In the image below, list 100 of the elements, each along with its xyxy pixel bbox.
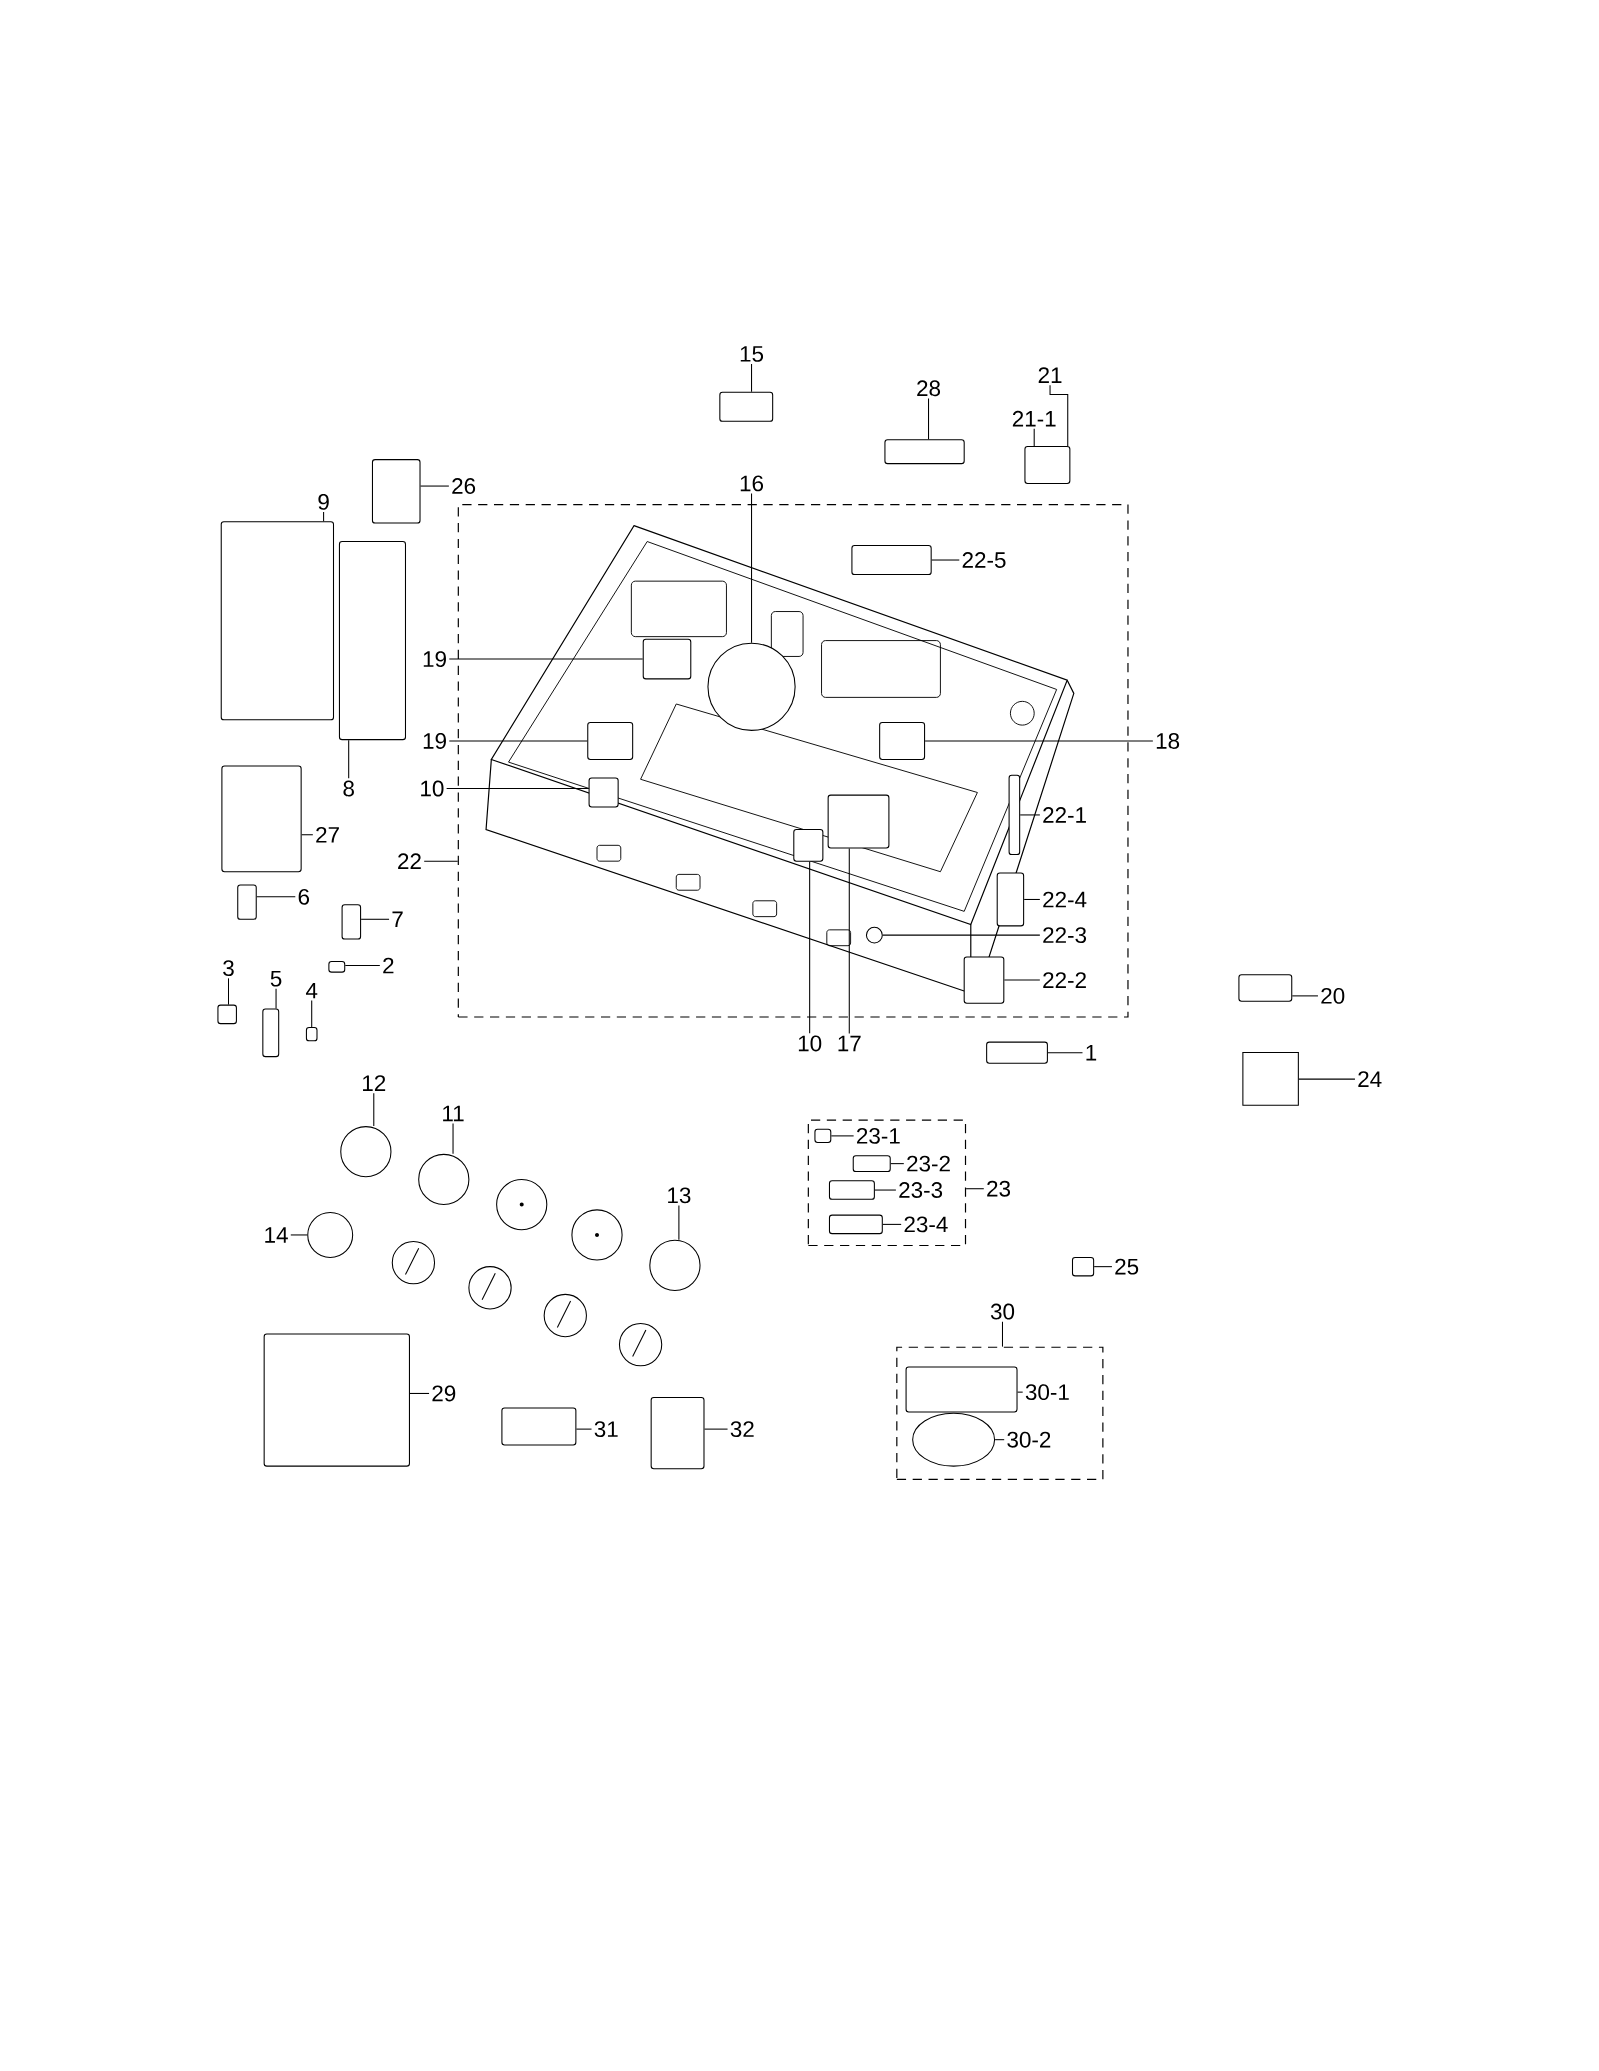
part-drawing bbox=[828, 1180, 875, 1200]
callout-number: 2 bbox=[383, 957, 394, 974]
callout-number: 23-4 bbox=[904, 1216, 948, 1233]
callout-number: 22 bbox=[397, 853, 421, 869]
part-drawing bbox=[911, 1412, 995, 1467]
callout-number: 4 bbox=[305, 982, 318, 999]
callout-number: 21-1 bbox=[1012, 410, 1056, 427]
callout-number: 23-3 bbox=[899, 1182, 942, 1198]
leader-line bbox=[1049, 384, 1069, 447]
callout-number: 23 bbox=[986, 1180, 1010, 1197]
callout-number: 23-1 bbox=[856, 1127, 900, 1144]
part-drawing bbox=[338, 541, 406, 741]
leader-line bbox=[322, 511, 324, 522]
leader-line bbox=[360, 918, 390, 920]
leader-line bbox=[1001, 1321, 1003, 1348]
part-drawing bbox=[996, 872, 1024, 927]
leader-line bbox=[890, 1163, 905, 1165]
part-drawing bbox=[985, 1041, 1048, 1064]
leader-line bbox=[1298, 1078, 1356, 1080]
part-drawing bbox=[719, 391, 773, 422]
leader-line bbox=[290, 1234, 308, 1236]
callout-number: 16 bbox=[740, 475, 763, 492]
part-drawing bbox=[707, 642, 796, 731]
callout-number: 31 bbox=[594, 1421, 618, 1438]
leader-line bbox=[1291, 995, 1319, 997]
part-drawing bbox=[217, 1004, 237, 1025]
part-drawing bbox=[263, 1333, 410, 1467]
leader-line bbox=[1023, 898, 1041, 900]
leader-line bbox=[927, 398, 929, 440]
part-drawing bbox=[307, 1211, 353, 1258]
leader-line bbox=[1019, 814, 1041, 816]
leader-line bbox=[445, 788, 589, 790]
dashed-group-box bbox=[896, 1346, 1104, 1480]
part-drawing bbox=[1008, 774, 1020, 856]
leader-line bbox=[965, 1188, 985, 1190]
leader-line bbox=[409, 1392, 430, 1394]
callout-number: 15 bbox=[740, 346, 763, 362]
leader-line bbox=[930, 559, 960, 561]
part-drawing bbox=[828, 1214, 883, 1235]
callout-number: 22-4 bbox=[1043, 891, 1087, 908]
callout-number: 12 bbox=[362, 1075, 385, 1091]
leader-line bbox=[448, 658, 643, 660]
callout-number: 1 bbox=[1086, 1044, 1096, 1061]
part-drawing bbox=[878, 721, 925, 760]
part-drawing bbox=[884, 439, 965, 465]
leader-line bbox=[575, 1428, 592, 1430]
leader-line bbox=[924, 740, 1154, 742]
leader-line bbox=[703, 1428, 728, 1430]
callout-number: 30-1 bbox=[1025, 1384, 1069, 1401]
leader-line bbox=[994, 1439, 1005, 1441]
callout-number: 25 bbox=[1115, 1258, 1138, 1275]
part-drawing bbox=[221, 765, 302, 873]
leader-line bbox=[256, 896, 296, 898]
part-drawing bbox=[371, 459, 421, 524]
part-drawing bbox=[963, 956, 1005, 1004]
leader-line bbox=[1016, 1391, 1023, 1393]
callout-number: 27 bbox=[316, 826, 339, 843]
callout-number: 20 bbox=[1321, 987, 1345, 1004]
leader-line bbox=[419, 485, 450, 487]
leader-line bbox=[678, 1205, 680, 1241]
part-drawing bbox=[851, 544, 932, 576]
part-drawing bbox=[501, 1407, 577, 1446]
callout-number: 5 bbox=[270, 970, 282, 987]
callout-number: 24 bbox=[1358, 1071, 1382, 1087]
callout-number: 21 bbox=[1038, 367, 1062, 383]
callout-number: 10 bbox=[798, 1035, 822, 1052]
part-drawing bbox=[649, 1239, 701, 1291]
callout-number: 7 bbox=[392, 911, 403, 927]
leader-line bbox=[227, 977, 229, 1006]
callout-number: 29 bbox=[432, 1385, 455, 1402]
part-drawing bbox=[417, 1153, 470, 1206]
part-drawing bbox=[1024, 445, 1071, 484]
part-drawing bbox=[642, 638, 692, 680]
leader-line bbox=[1093, 1266, 1113, 1268]
part-drawing bbox=[852, 1155, 891, 1173]
callout-number: 19 bbox=[423, 651, 446, 668]
callout-number: 8 bbox=[343, 780, 354, 797]
callout-number: 13 bbox=[667, 1187, 691, 1204]
part-drawing bbox=[1071, 1256, 1094, 1277]
callout-number: 32 bbox=[730, 1421, 754, 1438]
leader-line bbox=[882, 1223, 902, 1225]
part-drawing bbox=[587, 721, 633, 760]
callout-number: 22-3 bbox=[1043, 927, 1086, 944]
callout-number: 22-5 bbox=[962, 552, 1006, 568]
callout-number: 11 bbox=[442, 1105, 464, 1122]
leader-line bbox=[373, 1092, 375, 1127]
part-drawing bbox=[341, 904, 361, 940]
callout-number: 22-2 bbox=[1043, 972, 1086, 988]
part-drawing bbox=[865, 926, 883, 944]
leader-line bbox=[347, 739, 349, 779]
part-drawing bbox=[340, 1126, 392, 1178]
leader-line bbox=[344, 965, 381, 967]
part-drawing bbox=[220, 521, 334, 721]
callout-number: 22-1 bbox=[1043, 807, 1086, 823]
leader-line bbox=[1047, 1052, 1083, 1054]
callout-number: 10 bbox=[420, 780, 444, 797]
callout-number: 6 bbox=[298, 888, 309, 905]
leader-line bbox=[300, 834, 314, 836]
callout-number: 9 bbox=[318, 493, 329, 510]
part-drawing bbox=[650, 1396, 705, 1470]
